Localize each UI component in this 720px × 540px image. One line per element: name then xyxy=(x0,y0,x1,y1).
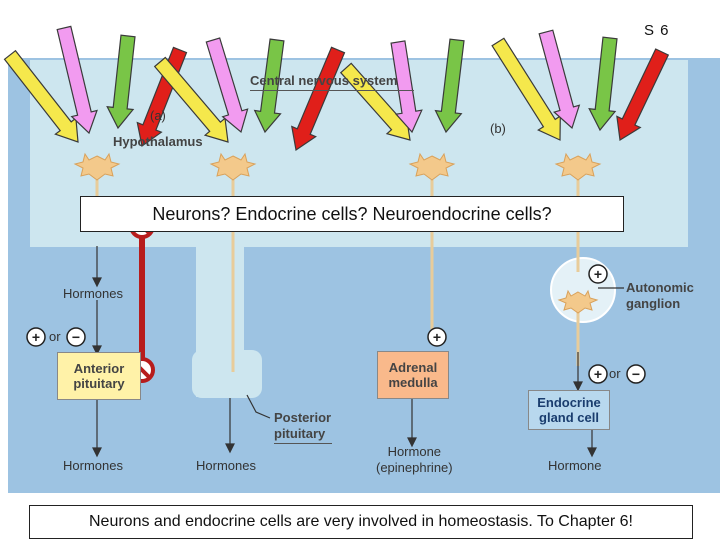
pink-arrow-icon xyxy=(56,25,98,135)
arrow-down-icon xyxy=(92,345,102,356)
plus-icon xyxy=(588,264,608,284)
svg-text:+: + xyxy=(594,366,602,382)
ganglion-neuron-icon xyxy=(557,289,599,314)
hormone-line1: Hormone xyxy=(387,444,442,459)
cns-underline xyxy=(250,90,414,91)
pink-arrow-icon xyxy=(538,29,581,130)
arrow-down-icon xyxy=(587,447,597,458)
yellow-arrow-icon xyxy=(491,37,561,141)
minus-icon xyxy=(626,364,646,384)
arrow-down-icon xyxy=(573,381,583,392)
svg-text:−: − xyxy=(72,329,80,345)
arrow-down-icon xyxy=(92,447,102,458)
posterior-pituitary-line1: Posterior xyxy=(274,410,332,425)
hormones-label: Hormones xyxy=(63,286,123,301)
green-arrow-icon xyxy=(434,38,465,134)
svg-text:+: + xyxy=(433,329,441,345)
neuron-icon xyxy=(209,152,257,181)
green-arrow-icon xyxy=(106,34,136,130)
pink-arrow-icon xyxy=(205,37,249,134)
arrow-down-icon xyxy=(225,443,235,454)
adrenal-medulla-line2: medulla xyxy=(388,375,438,390)
hormone-label: Hormone xyxy=(548,458,602,473)
yellow-arrow-icon xyxy=(153,56,229,143)
footer-banner: Neurons and endocrine cells are very inv… xyxy=(29,505,693,539)
autonomic-ganglion-line1: Autonomic xyxy=(626,280,694,295)
colored-arrows xyxy=(3,25,670,152)
anterior-pituitary-line2: pituitary xyxy=(73,376,125,391)
autonomic-ganglion-line2: ganglion xyxy=(626,296,681,311)
posterior-pituitary-label: Posterior pituitary xyxy=(274,410,331,442)
red-arrow-icon xyxy=(616,48,670,141)
svg-text:+: + xyxy=(594,266,602,282)
panel-a-label: (a) xyxy=(150,108,166,123)
hypothalamus-label: Hypothalamus xyxy=(113,134,203,149)
adrenal-medulla-line1: Adrenal xyxy=(388,360,438,375)
panel-b-label: (b) xyxy=(490,121,506,136)
green-arrow-icon xyxy=(253,38,285,134)
yellow-arrow-icon xyxy=(3,49,79,143)
neuron-icon xyxy=(408,152,456,181)
endocrine-gland-cell-box: Endocrine gland cell xyxy=(528,390,610,430)
plus-icon xyxy=(26,327,46,347)
neuron-icon xyxy=(73,152,121,181)
neuron-icon xyxy=(554,152,602,181)
posterior-underline xyxy=(274,443,332,444)
autonomic-ganglion-label: Autonomic ganglion xyxy=(626,280,694,312)
or-label: or xyxy=(609,366,621,381)
hormones-label: Hormones xyxy=(63,458,123,473)
hormone-epinephrine-label: Hormone (epinephrine) xyxy=(376,444,453,476)
endocrine-gland-line1: Endocrine xyxy=(537,395,601,410)
posterior-pituitary-line2: pituitary xyxy=(274,426,326,441)
red-arrow-icon xyxy=(291,46,346,152)
green-arrow-icon xyxy=(588,36,618,132)
hormone-line2: (epinephrine) xyxy=(376,460,453,475)
arrow-down-icon xyxy=(92,277,102,288)
arrow-down-icon xyxy=(407,437,417,448)
plus-icon xyxy=(588,364,608,384)
pink-arrow-icon xyxy=(390,40,423,134)
plus-icon xyxy=(427,327,447,347)
endocrine-gland-line2: gland cell xyxy=(539,410,599,425)
posterior-pituitary-bulb xyxy=(192,350,262,398)
anterior-pituitary-line1: Anterior xyxy=(73,361,125,376)
slide-number: S 6 xyxy=(644,22,670,39)
question-banner: Neurons? Endocrine cells? Neuroendocrine… xyxy=(80,196,624,232)
or-label: or xyxy=(49,329,61,344)
cns-label: Central nervous system xyxy=(250,73,398,88)
adrenal-medulla-box: Adrenal medulla xyxy=(377,351,449,399)
hormones-label: Hormones xyxy=(196,458,256,473)
svg-text:+: + xyxy=(32,329,40,345)
svg-text:−: − xyxy=(632,366,640,382)
autonomic-ganglion-circle xyxy=(550,257,616,323)
anterior-pituitary-box: Anterior pituitary xyxy=(57,352,141,400)
minus-icon xyxy=(66,327,86,347)
